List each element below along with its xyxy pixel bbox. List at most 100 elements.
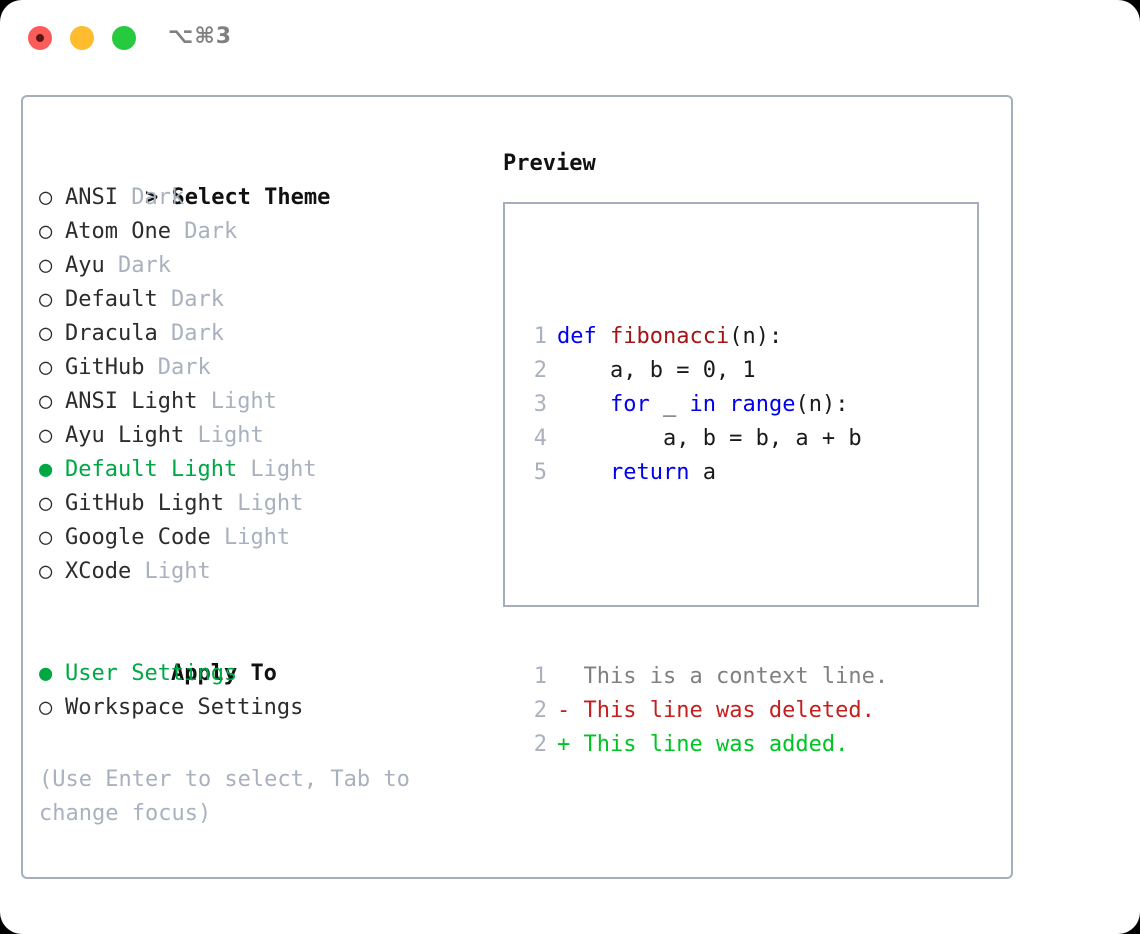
title-bar: ⌥⌘3	[0, 0, 1140, 78]
line-number: 3	[533, 392, 547, 417]
theme-option-ansi[interactable]: ○ ANSI Dark	[39, 181, 469, 215]
line-number: 2	[533, 698, 547, 723]
line-number: 4	[533, 426, 547, 451]
line-number: 1	[533, 324, 547, 349]
diff-line: 2- This line was deleted.	[521, 694, 888, 728]
code-blank-line	[521, 558, 888, 592]
radio-unselected-icon: ○	[39, 355, 53, 380]
code-token	[557, 392, 610, 417]
theme-option-label: Default Light	[65, 457, 238, 482]
theme-option-mode-tag: Light	[184, 423, 264, 448]
radio-unselected-icon: ○	[39, 185, 53, 210]
theme-option-ansi-light[interactable]: ○ANSI Light Light	[39, 385, 469, 419]
code-token	[557, 460, 610, 485]
apply-to-option-label: Workspace Settings	[65, 695, 304, 720]
line-number: 1	[533, 664, 547, 689]
code-line: 5 return a	[521, 456, 888, 490]
diff-text: This line was deleted.	[570, 698, 875, 723]
diff-marker: -	[557, 698, 571, 723]
theme-option-mode-tag: Dark	[157, 287, 224, 312]
code-token: a	[689, 460, 716, 485]
theme-option-label: Dracula	[65, 321, 158, 346]
keyboard-hint-text: (Use Enter to select, Tab to change focu…	[39, 767, 424, 826]
theme-option-ayu-light[interactable]: ○ Ayu Light Light	[39, 419, 469, 453]
theme-option-label: XCode	[65, 559, 132, 584]
theme-option-xcode[interactable]: ○ XCode Light	[39, 555, 469, 589]
main-panel: > Select Theme ○ANSI Dark○Atom One Dark○…	[21, 95, 1013, 879]
theme-option-label: Ayu Light	[65, 423, 185, 448]
window-controls	[28, 26, 136, 50]
theme-option-dracula[interactable]: ○ Dracula Dark	[39, 317, 469, 351]
select-theme-header-label: > Select Theme	[144, 185, 331, 210]
line-number: 5	[533, 460, 547, 485]
theme-option-mode-tag: Dark	[170, 219, 238, 244]
theme-option-label: GitHub	[65, 355, 145, 380]
radio-selected-icon: ●	[39, 457, 53, 482]
keyboard-shortcut-label: ⌥⌘3	[168, 24, 233, 49]
radio-unselected-icon: ○	[39, 321, 53, 346]
theme-option-label: Ayu	[65, 253, 105, 278]
theme-option-github-light[interactable]: ○GitHub Light Light	[39, 487, 469, 521]
code-line: 4 a, b = b, a + b	[521, 422, 888, 456]
code-line: 3 for _ in range(n):	[521, 388, 888, 422]
code-token: a, b = 0, 1	[557, 358, 756, 383]
diff-marker	[557, 664, 570, 689]
maximize-button[interactable]	[112, 26, 136, 50]
radio-unselected-icon: ○	[39, 253, 53, 278]
theme-option-mode-tag: Dark	[104, 253, 171, 278]
radio-unselected-icon: ○	[39, 219, 53, 244]
theme-option-default-light[interactable]: ●Default Light Light	[39, 453, 469, 487]
radio-unselected-icon: ○	[39, 559, 53, 584]
theme-option-mode-tag: Dark	[117, 185, 185, 210]
code-token: a, b = b, a + b	[557, 426, 862, 451]
code-token: for	[609, 392, 650, 417]
theme-option-github[interactable]: ○ GitHub Dark	[39, 351, 469, 385]
theme-option-google-code[interactable]: ○Google Code Light	[39, 521, 469, 555]
code-token: (n):	[795, 392, 849, 417]
apply-to-option-user-settings[interactable]: ● User Settings	[39, 657, 469, 691]
theme-option-label: Default	[65, 287, 158, 312]
code-line: 2 a, b = 0, 1	[521, 354, 888, 388]
code-token: _	[649, 392, 690, 417]
minimize-button[interactable]	[70, 26, 94, 50]
theme-options-list[interactable]: ○ANSI Dark○Atom One Dark○Ayu Dark○Defaul…	[39, 181, 469, 589]
diff-line: 2+ This line was added.	[521, 728, 888, 762]
preview-title: Preview	[503, 151, 596, 176]
theme-list-column: > Select Theme ○ANSI Dark○Atom One Dark○…	[39, 147, 469, 725]
apply-to-options-list[interactable]: ● User Settings ○ Workspace Settings	[39, 657, 469, 725]
apply-to-option-label: User Settings	[65, 661, 238, 686]
theme-option-mode-tag: Dark	[144, 355, 211, 380]
radio-selected-icon: ●	[39, 661, 53, 686]
theme-option-atom-one[interactable]: ○Atom One Dark	[39, 215, 469, 249]
apply-to-header-label: Apply To	[170, 661, 277, 686]
code-token: def	[557, 324, 610, 349]
code-token: return	[609, 460, 690, 485]
theme-option-label: ANSI	[65, 185, 118, 210]
theme-option-mode-tag: Dark	[157, 321, 224, 346]
radio-unselected-icon: ○	[39, 695, 53, 720]
line-number: 2	[533, 732, 547, 757]
close-button[interactable]	[28, 26, 52, 50]
diff-marker: +	[557, 732, 571, 757]
radio-unselected-icon: ○	[39, 287, 53, 312]
theme-option-ayu[interactable]: ○ Ayu Dark	[39, 249, 469, 283]
code-token: fibonacci	[609, 324, 730, 349]
diff-text: This is a context line.	[570, 664, 889, 689]
select-theme-header: > Select Theme	[39, 147, 469, 210]
radio-unselected-icon: ○	[39, 423, 53, 448]
theme-option-default[interactable]: ○ Default Dark	[39, 283, 469, 317]
line-number: 2	[533, 358, 547, 383]
apply-to-option-workspace-settings[interactable]: ○ Workspace Settings	[39, 691, 469, 725]
theme-option-label: ANSI Light	[65, 389, 198, 414]
apply-to-header: Apply To	[39, 623, 469, 686]
code-token: in range	[689, 392, 796, 417]
theme-option-mode-tag: Light	[223, 491, 304, 516]
diff-lines: 1 This is a context line. 2- This line wa…	[521, 660, 888, 762]
theme-option-mode-tag: Light	[131, 559, 211, 584]
